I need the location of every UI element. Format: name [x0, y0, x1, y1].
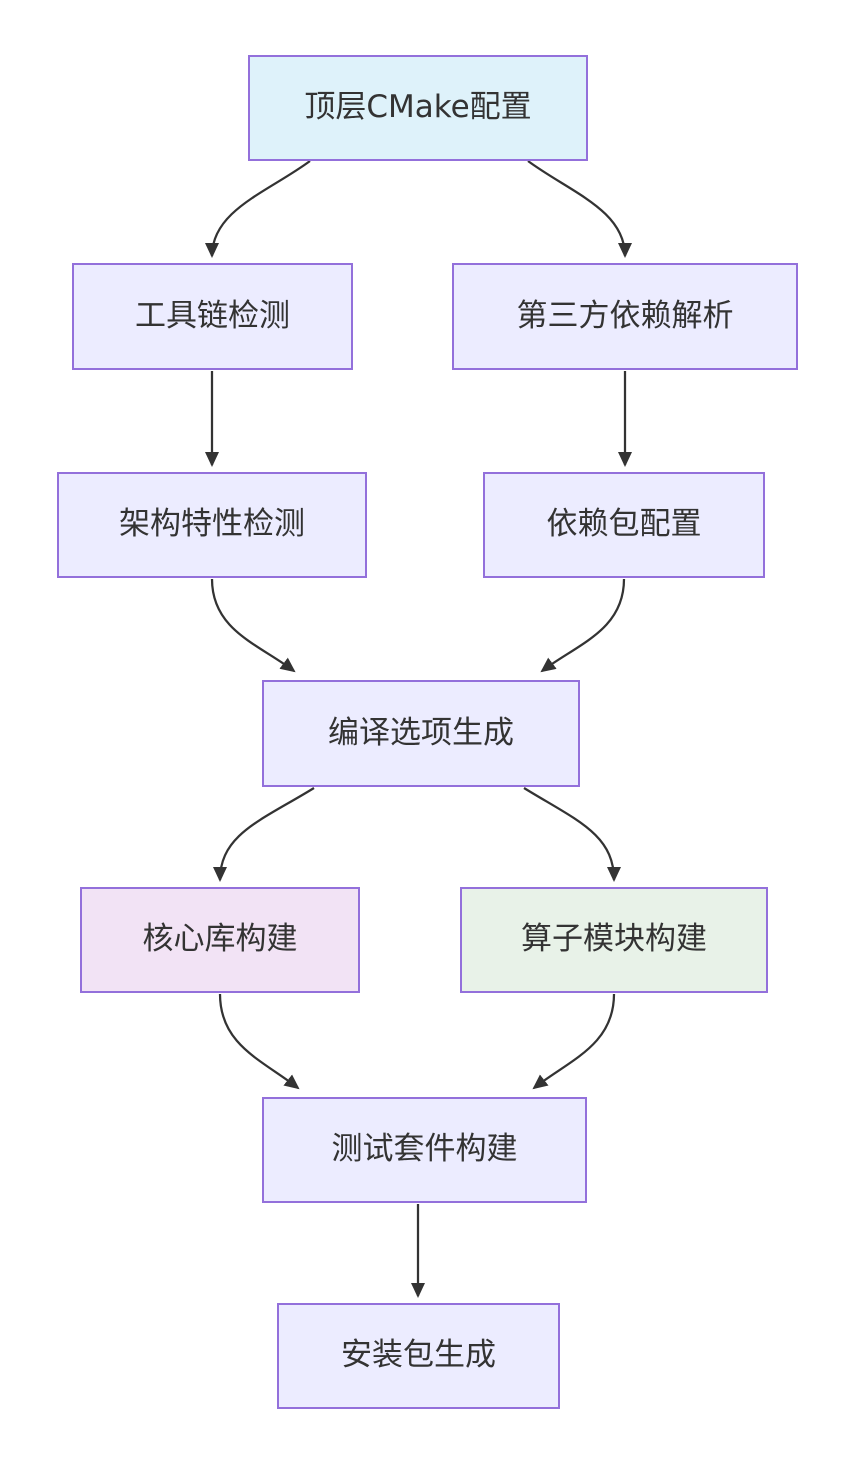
node-label-test-suite-build: 测试套件构建	[331, 1131, 518, 1168]
node-label-thirdparty-deps-resolve: 第三方依赖解析	[516, 297, 734, 334]
edge-arch-to-compile	[210, 578, 296, 673]
flow-node-operator-module-build: 算子模块构建	[460, 887, 768, 993]
node-label-compile-options-generate: 编译选项生成	[328, 714, 514, 751]
flow-node-top-cmake-config: 顶层CMake配置	[248, 55, 588, 161]
flow-node-compile-options-generate: 编译选项生成	[262, 680, 580, 787]
flow-node-thirdparty-deps-resolve: 第三方依赖解析	[452, 263, 798, 370]
edge-top-to-thirdparty	[527, 160, 632, 258]
node-label-toolchain-detect: 工具链检测	[135, 297, 290, 334]
flow-node-core-library-build: 核心库构建	[80, 887, 360, 993]
node-label-dependency-package-config: 依赖包配置	[546, 506, 702, 543]
edge-top-to-toolchain	[205, 160, 311, 258]
flow-node-arch-feature-detect: 架构特性检测	[57, 472, 367, 578]
edge-corelib-to-testsuite	[218, 993, 300, 1090]
node-label-core-library-build: 核心库构建	[142, 921, 298, 958]
node-label-operator-module-build: 算子模块构建	[521, 921, 707, 958]
edge-operator-to-testsuite	[532, 993, 616, 1090]
edge-compile-to-corelib	[213, 787, 315, 882]
flow-node-install-package-generate: 安装包生成	[277, 1303, 560, 1409]
node-label-install-package-generate: 安装包生成	[341, 1337, 496, 1374]
edge-deppkg-to-compile	[540, 578, 626, 673]
edge-compile-to-operator	[523, 787, 621, 882]
node-label-top-cmake-config: 顶层CMake配置	[304, 89, 532, 126]
flow-node-toolchain-detect: 工具链检测	[72, 263, 353, 370]
flow-node-test-suite-build: 测试套件构建	[262, 1097, 587, 1203]
flow-node-dependency-package-config: 依赖包配置	[483, 472, 765, 578]
node-label-arch-feature-detect: 架构特性检测	[119, 506, 305, 543]
